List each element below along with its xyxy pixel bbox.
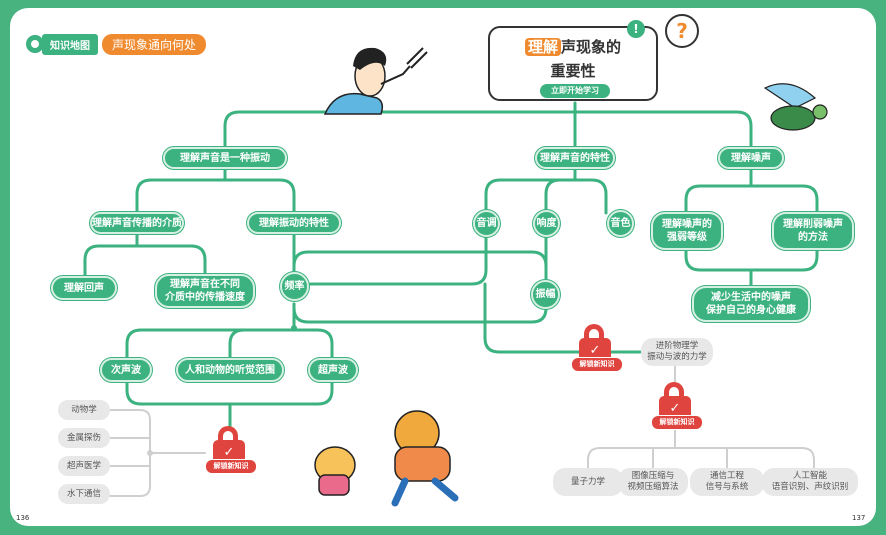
- question-icon: ?: [665, 14, 699, 48]
- unlock-label-mid: 解锁新知识: [571, 357, 623, 372]
- node-amplitude[interactable]: 振幅: [531, 280, 560, 309]
- node-characteristics[interactable]: 理解声音的特性: [535, 147, 615, 169]
- node-frequency[interactable]: 频率: [280, 272, 309, 301]
- node-protect[interactable]: 减少生活中的噪声 保护自己的身心健康: [692, 286, 810, 322]
- node-vibration[interactable]: 理解声音是一种振动: [163, 147, 287, 169]
- node-timbre[interactable]: 音色: [607, 210, 634, 237]
- node-tone[interactable]: 音调: [473, 210, 500, 237]
- header-title: 声现象通向何处: [102, 33, 207, 55]
- connector-lines: [83, 101, 819, 497]
- flying-turtle-illustration: [763, 83, 828, 131]
- hero-title: 理解声现象的: [488, 36, 658, 57]
- header-label: 知识地图: [42, 33, 98, 55]
- running-cats-illustration: [314, 410, 459, 507]
- node-hearing-range[interactable]: 人和动物的听觉范围: [176, 358, 284, 382]
- hero-title-rest: 声现象的: [561, 38, 622, 56]
- branch-left-2[interactable]: 超声医学: [58, 456, 110, 476]
- header-ring-icon: [26, 35, 44, 53]
- node-ultrasound[interactable]: 超声波: [308, 358, 358, 382]
- node-noise-level[interactable]: 理解噪声的 强弱等级: [651, 212, 723, 250]
- branch-left-3[interactable]: 水下通信: [58, 484, 110, 504]
- node-speed[interactable]: 理解声音在不同 介质中的传播速度: [155, 274, 255, 308]
- advanced-physics-node[interactable]: 进阶物理学 振动与波的力学: [641, 338, 713, 366]
- branch-left-0[interactable]: 动物学: [58, 400, 110, 420]
- node-medium[interactable]: 理解声音传播的介质: [90, 212, 184, 234]
- node-reduce-method[interactable]: 理解削弱噪声 的方法: [772, 212, 854, 250]
- branch-right-3[interactable]: 人工智能 语音识别、声纹识别: [762, 468, 858, 496]
- branch-right-1[interactable]: 图像压缩与 视频压缩算法: [618, 468, 688, 496]
- unlock-badge-left[interactable]: ✓ 解锁新知识: [205, 426, 257, 474]
- unlock-label-right: 解锁新知识: [651, 415, 703, 430]
- unlock-badge-mid[interactable]: ✓ 解锁新知识: [571, 324, 623, 372]
- node-noise[interactable]: 理解噪声: [718, 147, 784, 169]
- hero-title-line2: 重要性: [550, 62, 596, 80]
- node-infrasound[interactable]: 次声波: [100, 358, 152, 382]
- branch-right-2[interactable]: 通信工程 信号与系统: [690, 468, 764, 496]
- page-number-left: 136: [16, 514, 30, 522]
- node-echo[interactable]: 理解回声: [51, 276, 117, 300]
- start-learning-button[interactable]: 立即开始学习: [540, 84, 610, 98]
- branch-right-0[interactable]: 量子力学: [553, 468, 623, 496]
- page-number-right: 137: [852, 514, 866, 522]
- boy-with-tuning-fork-illustration: [323, 47, 428, 115]
- unlock-badge-right[interactable]: ✓ 解锁新知识: [651, 382, 703, 430]
- page: 知识地图 声现象通向何处 理解声现象的 重要性 立即开始学习 ! ? 理解声音是…: [10, 8, 876, 526]
- exclamation-icon: !: [627, 20, 645, 38]
- branch-left-1[interactable]: 金属探伤: [58, 428, 110, 448]
- unlock-label-left: 解锁新知识: [205, 459, 257, 474]
- knowledge-map-header: 知识地图 声现象通向何处: [26, 33, 207, 55]
- node-loudness[interactable]: 响度: [533, 210, 560, 237]
- node-vib-char[interactable]: 理解振动的特性: [247, 212, 341, 234]
- hero-title-highlight: 理解: [524, 38, 561, 56]
